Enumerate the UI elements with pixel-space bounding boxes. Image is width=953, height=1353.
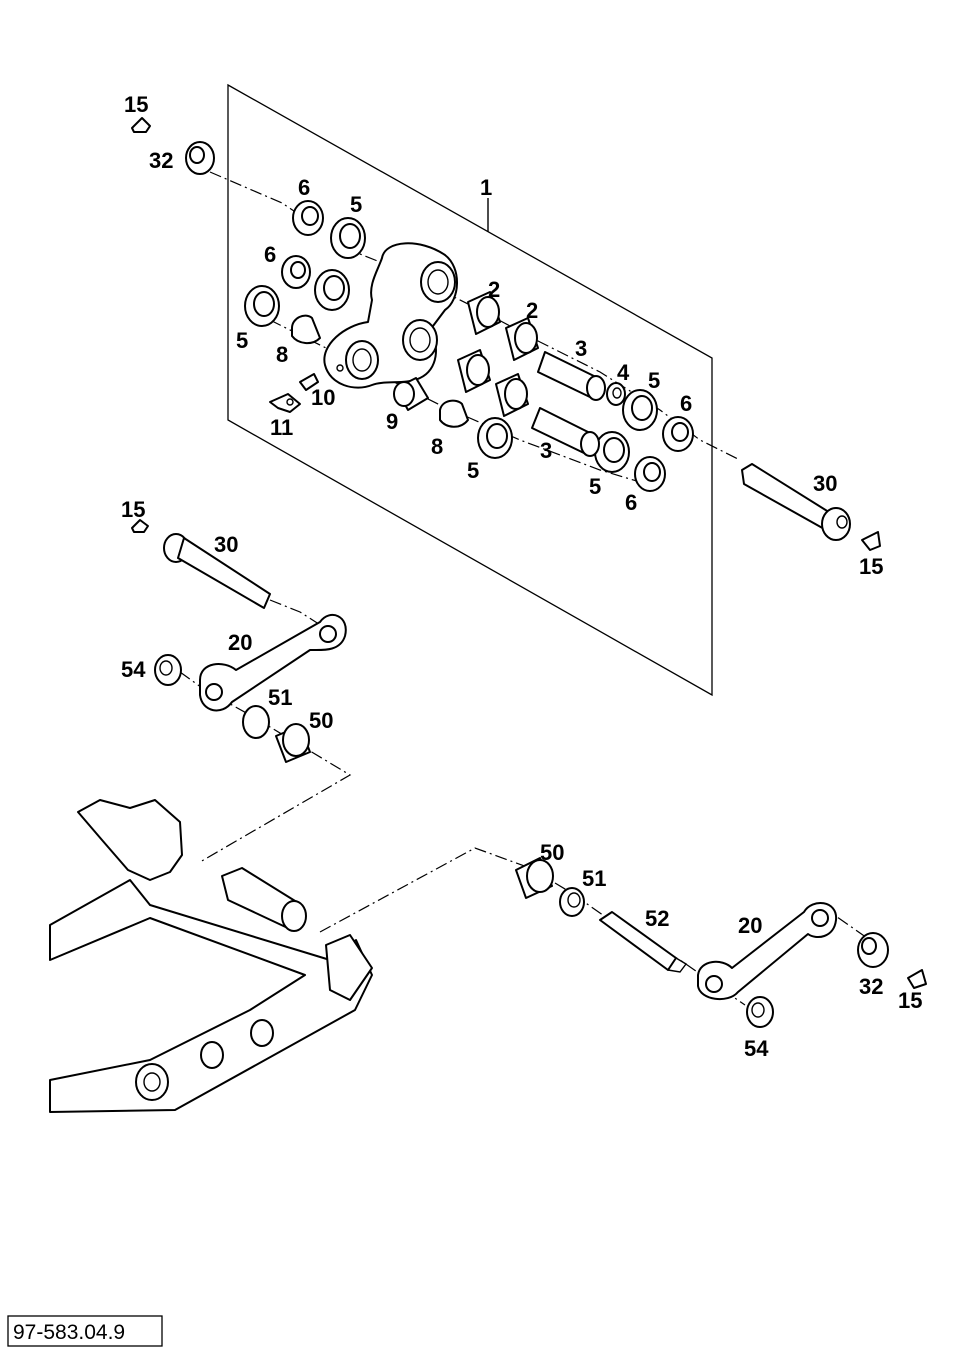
callout-54: 54 — [121, 657, 146, 682]
callout-30: 30 — [214, 532, 238, 557]
axis-line — [269, 599, 326, 629]
seal-part-5 — [594, 431, 630, 473]
callout-51: 51 — [268, 685, 292, 710]
seal-part-51 — [559, 887, 585, 917]
nut-part-54 — [154, 654, 182, 686]
swingarm — [49, 799, 373, 1113]
seal-part-6 — [292, 200, 324, 236]
callout-50: 50 — [309, 708, 333, 733]
bushing-part-50 — [275, 723, 311, 763]
callout-20: 20 — [228, 630, 252, 655]
callout-8: 8 — [431, 434, 443, 459]
bush-part-9 — [393, 377, 429, 411]
needle-bearing-part-2 — [467, 291, 501, 335]
cap-part-15 — [131, 519, 149, 533]
callout-50: 50 — [540, 840, 564, 865]
nut-part-32 — [185, 141, 215, 175]
callout-30: 30 — [813, 471, 837, 496]
callout-15: 15 — [124, 92, 148, 117]
cap-part-15 — [861, 531, 881, 551]
callout-6: 6 — [298, 175, 310, 200]
callout-11: 11 — [270, 415, 293, 440]
callout-5: 5 — [648, 368, 660, 393]
callout-2: 2 — [526, 298, 538, 323]
nut-part-32 — [857, 932, 889, 968]
seal-part-5 — [477, 417, 513, 459]
seal-part-5 — [622, 389, 658, 431]
callout-4: 4 — [617, 360, 630, 385]
drawing-number: 97-583.04.9 — [13, 1321, 125, 1344]
seal-part-5 — [314, 269, 350, 311]
assembly-frame — [227, 83, 713, 697]
callout-3: 3 — [575, 336, 587, 361]
callout-5: 5 — [236, 328, 248, 353]
callout-15: 15 — [859, 554, 883, 579]
bolt-part-30 — [741, 463, 851, 541]
callout-6: 6 — [625, 490, 637, 515]
needle-bearing-part-2 — [495, 373, 529, 417]
callout-20: 20 — [738, 913, 762, 938]
seal-part-51 — [242, 705, 270, 739]
sleeve-part-3 — [537, 351, 606, 401]
callout-52: 52 — [645, 906, 669, 931]
seal-part-6 — [281, 255, 311, 289]
needle-bearing-part-2 — [457, 349, 491, 393]
seal-part-6 — [662, 416, 694, 452]
needle-bearing-part-2 — [505, 317, 539, 361]
seal-part-5 — [330, 217, 366, 259]
callout-32: 32 — [149, 148, 173, 173]
clip-part-11 — [269, 393, 301, 413]
callout-5: 5 — [350, 192, 362, 217]
bolt-part-30 — [163, 533, 271, 609]
callout-15: 15 — [121, 497, 145, 522]
callout-54: 54 — [744, 1036, 769, 1061]
callout-51: 51 — [582, 866, 606, 891]
callout-5: 5 — [589, 474, 601, 499]
callout-10: 10 — [311, 385, 335, 410]
drawing-number-frame — [7, 1315, 163, 1347]
spacer-part-8 — [291, 314, 321, 344]
nut-part-54 — [746, 996, 774, 1028]
seal-part-6 — [634, 456, 666, 492]
cap-part-15 — [907, 969, 927, 989]
pivot-lever-part-1 — [323, 242, 458, 389]
grease-nipple-part-10 — [299, 373, 319, 391]
callout-5: 5 — [467, 458, 479, 483]
callout-6: 6 — [264, 242, 276, 267]
callout-1: 1 — [480, 175, 492, 200]
spacer-part-8 — [439, 399, 469, 428]
link-part-20 — [199, 614, 347, 712]
callout-2: 2 — [488, 277, 500, 302]
cap-part-15 — [131, 117, 151, 133]
sleeve-part-3 — [531, 407, 600, 457]
bushing-part-50 — [515, 857, 554, 899]
callout-3: 3 — [540, 438, 552, 463]
callout-6: 6 — [680, 391, 692, 416]
pin-part-52 — [599, 911, 688, 973]
seal-part-5 — [244, 285, 280, 327]
axis-line — [209, 171, 301, 216]
callout-32: 32 — [859, 974, 883, 999]
link-part-20 — [697, 902, 838, 1001]
callout-9: 9 — [386, 409, 398, 434]
callout-15: 15 — [898, 988, 922, 1013]
callout-8: 8 — [276, 342, 288, 367]
ring-part-4 — [606, 382, 626, 406]
